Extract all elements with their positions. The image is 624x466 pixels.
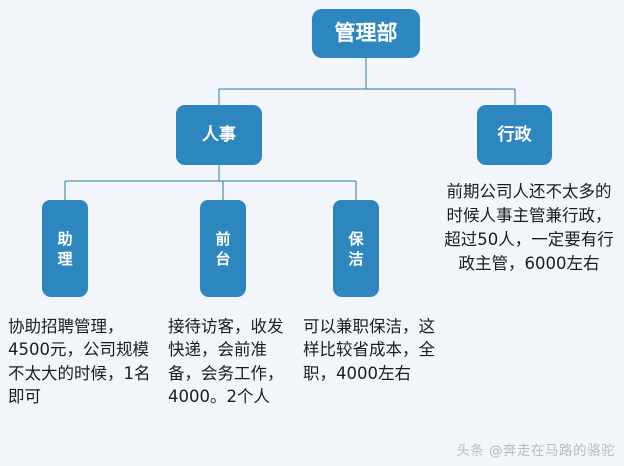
node-admin[interactable]: 行政 — [477, 105, 552, 165]
description-assistant: 协助招聘管理，4500元，公司规模不太大的时候，1名即可 — [8, 317, 151, 407]
node-assistant-label: 助理 — [57, 229, 73, 268]
description-cleaning: 可以兼职保洁，这样比较省成本，全职，4000左右 — [303, 317, 435, 383]
watermark: 头条 @奔走在马路的骆驼 — [456, 443, 615, 459]
node-cleaning[interactable]: 保洁 — [333, 200, 379, 297]
description-front-desk: 接待访客，收发快递，会前准备，会务工作，4000。2个人 — [168, 317, 284, 407]
node-front-desk-label: 前台 — [215, 229, 231, 268]
node-management-dept-label: 管理部 — [334, 21, 398, 46]
node-management-dept[interactable]: 管理部 — [312, 9, 420, 58]
node-assistant[interactable]: 助理 — [42, 200, 88, 297]
description-admin: 前期公司人还不太多的时候人事主管兼行政，超过50人，一定要有行政主管，6000左… — [444, 182, 614, 273]
node-admin-label: 行政 — [497, 124, 532, 145]
node-front-desk[interactable]: 前台 — [200, 200, 246, 297]
node-hr[interactable]: 人事 — [176, 105, 262, 165]
node-hr-label: 人事 — [202, 124, 236, 145]
node-cleaning-label: 保洁 — [348, 229, 364, 268]
